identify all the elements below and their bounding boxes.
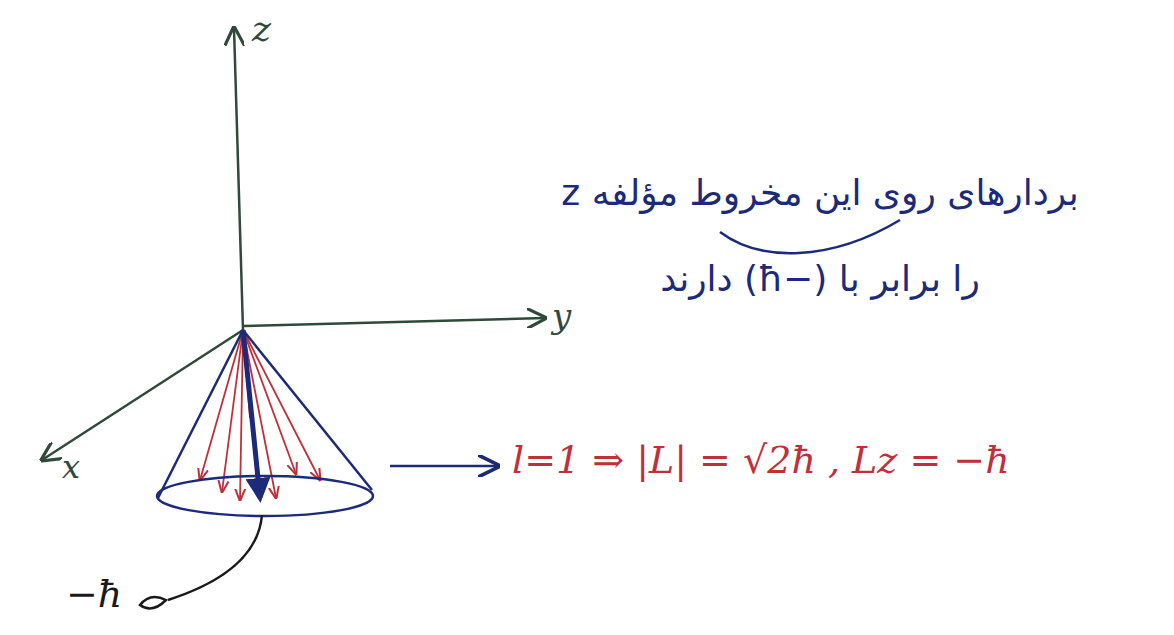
lz-vector <box>243 330 260 498</box>
value-label: −ħ <box>66 572 122 616</box>
cone <box>157 330 373 516</box>
equation: l=1 ⇒ |L| = √2ħ , Lz = −ħ <box>512 438 1010 482</box>
x-axis <box>42 330 243 460</box>
pointer-mark <box>140 597 166 609</box>
pointer-arrow <box>390 465 498 468</box>
axis-label: x <box>62 448 80 486</box>
underline <box>720 220 900 253</box>
leader-line <box>168 515 262 600</box>
angular-momentum-vectors <box>200 330 320 500</box>
axis-label: y <box>552 296 571 336</box>
z-axis <box>234 28 243 330</box>
note-text: بردارهای روی این مخروط مؤلفه z را برابر … <box>560 150 1080 322</box>
axis-label: z <box>252 8 271 49</box>
y-axis <box>243 318 545 326</box>
